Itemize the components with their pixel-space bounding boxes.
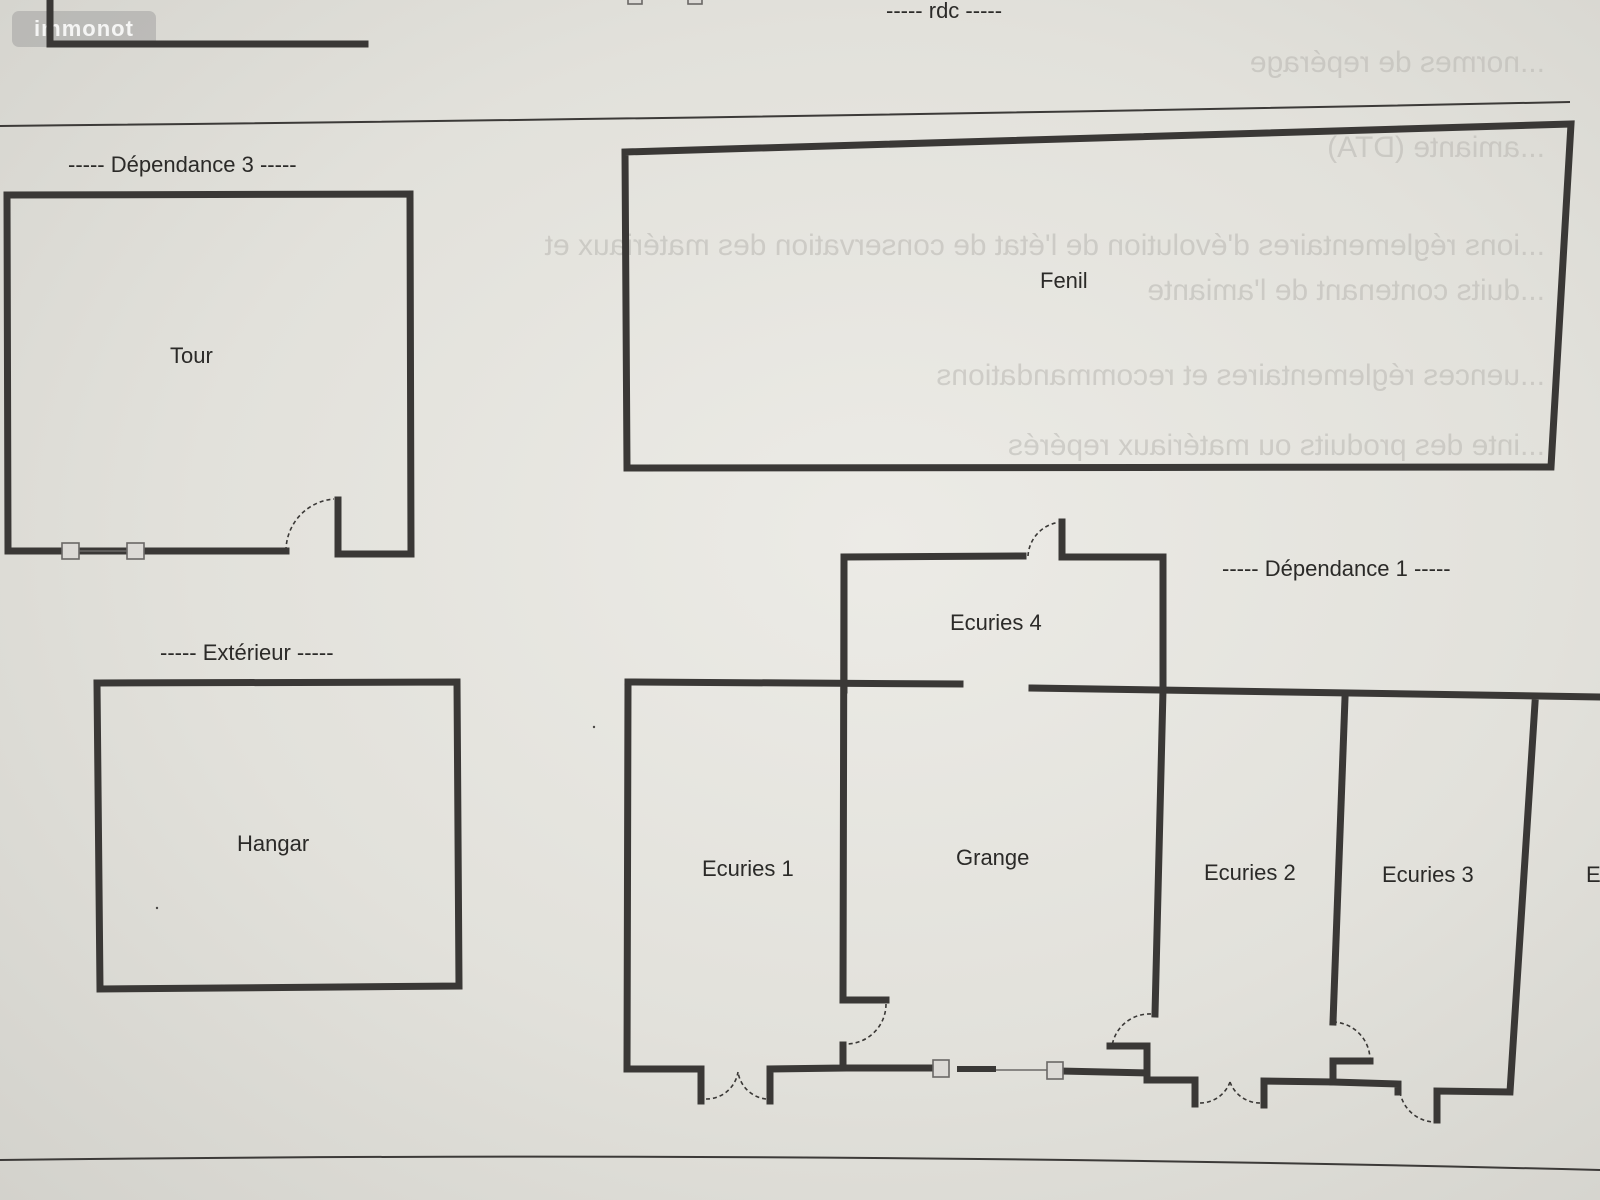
paper-speck-1 bbox=[592, 725, 596, 729]
bottom-wall-5 bbox=[1329, 1078, 1402, 1096]
ecuries3-door-swing bbox=[1332, 1021, 1371, 1060]
dependance-1-complex: Ecuries 4 Ecuries 1 Grange bbox=[623, 518, 1600, 1124]
room-label-ecuries-2: Ecuries 2 bbox=[1204, 860, 1296, 885]
tour-walls bbox=[3, 190, 415, 558]
paper-speck-2 bbox=[155, 906, 159, 910]
ecuries1-door-swing-left bbox=[705, 1071, 739, 1100]
ecuries1-door-swing-right bbox=[737, 1071, 767, 1100]
room-label-fenil: Fenil bbox=[1040, 268, 1088, 293]
section-dependance-1: ----- Dépendance 1 ----- bbox=[1222, 556, 1451, 581]
grange-door-swing bbox=[845, 1003, 887, 1045]
showthrough-line-3: ...ions réglementaires d'évolution de l'… bbox=[544, 229, 1545, 262]
window-top-2 bbox=[687, 0, 703, 5]
section-rdc: ----- rdc ----- bbox=[886, 0, 1002, 23]
room-label-ecuries-partial: E bbox=[1586, 862, 1600, 887]
main-wall-left bbox=[624, 678, 964, 688]
grange-window-left bbox=[932, 1059, 950, 1078]
hangar-walls bbox=[93, 678, 463, 993]
ecuries2-door-swing bbox=[1111, 1013, 1152, 1047]
ecuries3-exit-door-swing bbox=[1399, 1091, 1438, 1123]
tour-window-right bbox=[126, 542, 145, 560]
room-label-hangar: Hangar bbox=[237, 831, 309, 856]
divider-line-bottom bbox=[0, 1155, 1600, 1171]
outer-wall-left bbox=[623, 678, 705, 1105]
showthrough-line-2: ...amiante (DTA) bbox=[1327, 131, 1545, 164]
section-dependance-3: ----- Dépendance 3 ----- bbox=[68, 152, 297, 177]
tour-window-left bbox=[61, 542, 80, 560]
window-top bbox=[627, 0, 643, 5]
room-hangar: Hangar bbox=[93, 678, 463, 993]
fenil-walls bbox=[621, 120, 1575, 472]
grange-window-right bbox=[1046, 1061, 1064, 1080]
main-wall-right bbox=[1028, 684, 1600, 701]
ecuries2-exit-door-left bbox=[1199, 1081, 1231, 1104]
room-label-ecuries-4: Ecuries 4 bbox=[950, 610, 1042, 635]
showthrough-line-4: ...duits contenant de l'amiante bbox=[1147, 274, 1545, 307]
room-tour: Tour bbox=[3, 190, 415, 560]
wall-grange-ecuries2 bbox=[1151, 686, 1167, 1018]
room-label-tour: Tour bbox=[170, 343, 213, 368]
ecuries4-door-swing bbox=[1027, 521, 1063, 557]
room-label-ecuries-1: Ecuries 1 bbox=[702, 856, 794, 881]
showthrough-line-1: ...normes de repérage bbox=[1250, 46, 1545, 79]
showthrough-line-5: ...uences réglementaires et recommandati… bbox=[936, 359, 1545, 392]
room-label-ecuries-3: Ecuries 3 bbox=[1382, 862, 1474, 887]
bottom-wall-3 bbox=[1055, 1067, 1199, 1108]
room-fenil: Fenil bbox=[621, 120, 1575, 472]
wall-ecuries2-ecuries3 bbox=[1329, 694, 1349, 1026]
showthrough-line-6: ...inte des produits ou matériaux repéré… bbox=[1008, 429, 1545, 462]
room-label-grange: Grange bbox=[956, 845, 1029, 870]
divider-line-top bbox=[0, 101, 1571, 127]
tour-door-swing bbox=[285, 498, 335, 552]
wall-grange-ecuries2-stub bbox=[1106, 1042, 1151, 1077]
wall-ecuries1-grange bbox=[839, 553, 890, 1004]
bottom-wall-1 bbox=[766, 1041, 847, 1105]
ecuries4-walls-right bbox=[1058, 518, 1167, 694]
section-exterieur: ----- Extérieur ----- bbox=[160, 640, 334, 665]
ecuries2-exit-door-right bbox=[1229, 1081, 1261, 1104]
bottom-wall-6 bbox=[1433, 699, 1539, 1124]
partial-wall-top-left bbox=[46, 0, 369, 48]
showthrough-text-group: ...normes de repérage ...amiante (DTA) .… bbox=[544, 46, 1545, 462]
